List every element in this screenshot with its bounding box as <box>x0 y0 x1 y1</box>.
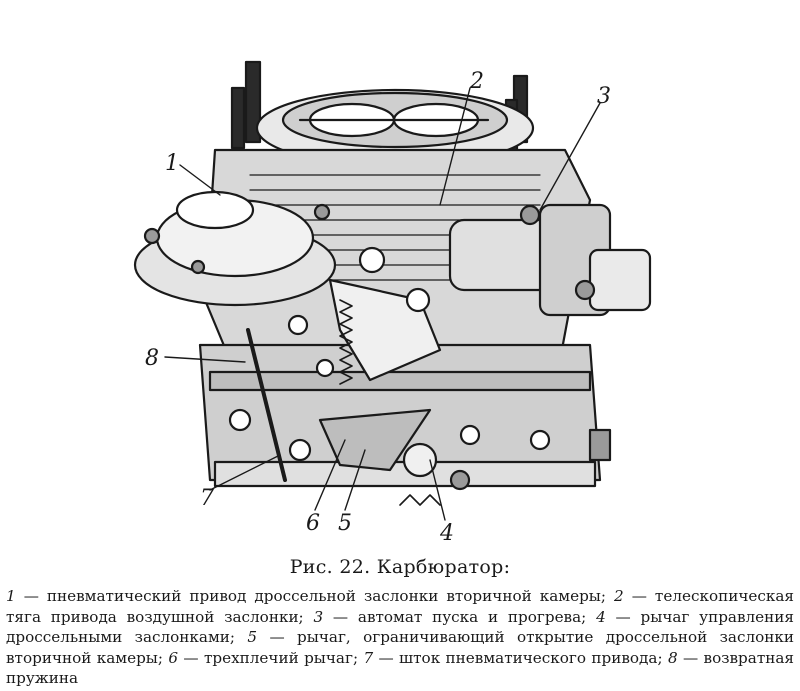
legend-text: — рычаг управления дроссельными заслонка… <box>6 607 795 647</box>
callout-2: 2 <box>469 69 484 94</box>
legend-item: 3 — автомат пуска и прогрева; <box>313 608 596 626</box>
legend-number: 1 <box>6 587 16 605</box>
legend-item: 4 — рычаг управления дроссельными заслон… <box>6 608 794 647</box>
legend-item: 1 — пневматический привод дроссельной за… <box>6 587 614 605</box>
legend-number: 3 <box>313 607 324 626</box>
callout-3: 3 <box>597 84 611 109</box>
legend-number: 8 <box>667 648 678 667</box>
legend-item: 8 — возвратная пружина <box>6 649 794 688</box>
carburetor-illustration: 1 2 3 4 5 6 7 8 <box>133 60 652 546</box>
callout-8: 8 <box>145 346 159 371</box>
legend-text: — пневматический привод дроссельной засл… <box>15 587 615 605</box>
figure-caption-title: Рис. 22. Карбюратор: <box>289 556 511 578</box>
legend-number: 5 <box>247 628 258 647</box>
legend-item: 2 — телескопическая тяга привода воздушн… <box>6 587 794 626</box>
legend-text: — трехплечий рычаг; <box>178 648 364 667</box>
legend-text: — возвратная пружина <box>6 648 794 688</box>
legend-number: 4 <box>596 607 606 626</box>
callout-5: 5 <box>338 511 352 536</box>
legend-number: 2 <box>614 587 624 605</box>
legend-text: — автомат пуска и прогрева; <box>323 607 597 626</box>
legend-item: 6 — трехплечий рычаг; <box>168 649 363 667</box>
legend-text: — шток пневматического привода; <box>373 648 668 667</box>
callout-7: 7 <box>200 486 214 511</box>
legend-text: — телескопическая тяга привода воздушной… <box>6 587 795 626</box>
legend-item: 5 — рычаг, ограничивающий открытие дросс… <box>6 628 794 667</box>
legend-item: 7 — шток пневматического привода; <box>363 649 668 667</box>
callout-1: 1 <box>165 151 179 176</box>
legend-text: — рычаг, ограничивающий открытие дроссел… <box>6 628 794 667</box>
legend-number: 7 <box>363 648 374 667</box>
callout-4: 4 <box>439 521 454 546</box>
legend-number: 6 <box>168 648 179 667</box>
figure-legend: 1 — пневматический привод дроссельной за… <box>6 586 794 689</box>
callout-6: 6 <box>306 511 320 536</box>
